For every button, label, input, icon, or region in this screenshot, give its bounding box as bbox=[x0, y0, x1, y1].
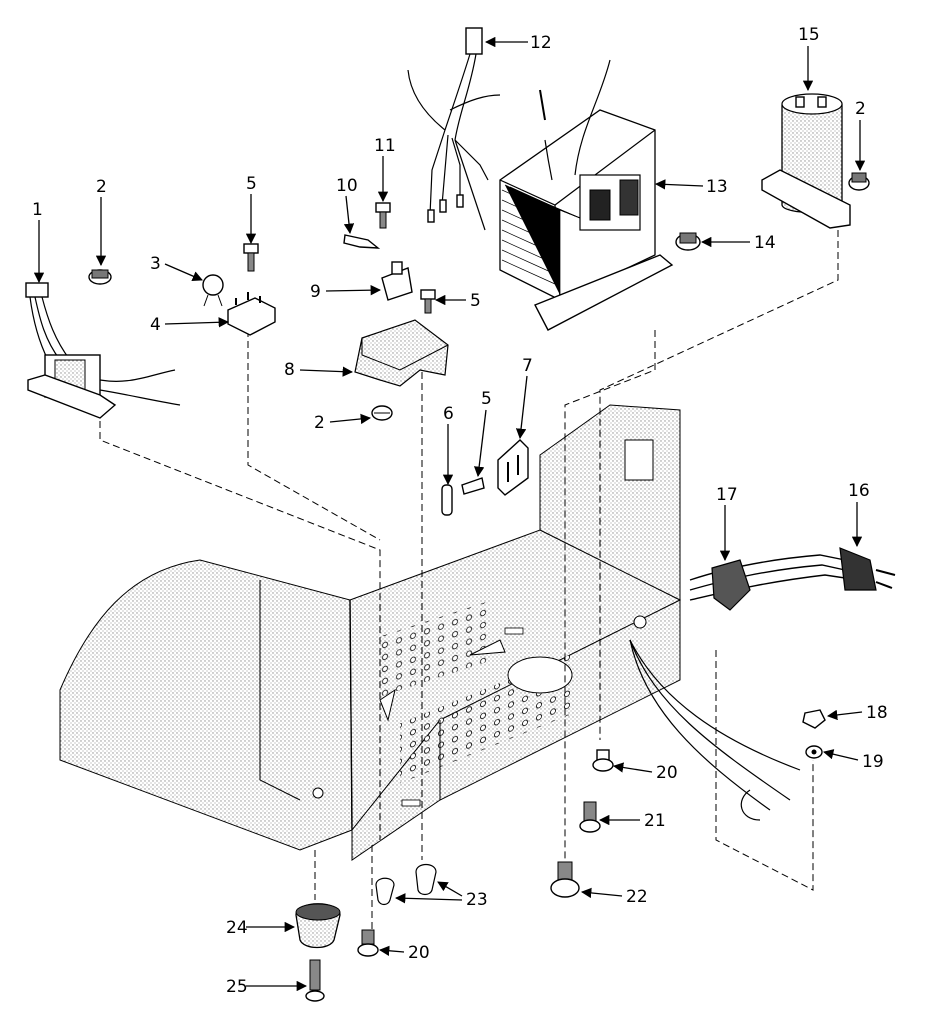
callout-10: 10 bbox=[336, 176, 358, 235]
svg-text:4: 4 bbox=[150, 315, 161, 335]
part-10-terminal bbox=[343, 234, 381, 249]
callout-1: 1 bbox=[32, 200, 45, 284]
screw-icon bbox=[461, 477, 485, 495]
svg-text:11: 11 bbox=[374, 136, 396, 156]
callout-9: 9 bbox=[310, 282, 382, 302]
svg-text:2: 2 bbox=[314, 413, 325, 433]
callout-2: 2 bbox=[95, 177, 107, 267]
callout-20a: 20 bbox=[612, 762, 678, 783]
svg-text:6: 6 bbox=[443, 404, 454, 424]
cabinet-base bbox=[59, 404, 682, 861]
callout-23: 23 bbox=[394, 881, 488, 910]
callout-20b: 20 bbox=[378, 943, 430, 963]
svg-text:12: 12 bbox=[530, 33, 552, 53]
screws bbox=[243, 202, 485, 495]
svg-text:10: 10 bbox=[336, 176, 358, 196]
callout-2c: 2 bbox=[854, 99, 866, 172]
svg-text:1: 1 bbox=[32, 200, 43, 220]
screw-icon bbox=[550, 861, 580, 898]
assembly-lines bbox=[99, 230, 839, 930]
part-18-19-nut-washer bbox=[802, 709, 826, 759]
svg-text:9: 9 bbox=[310, 282, 321, 302]
svg-text:23: 23 bbox=[466, 890, 488, 910]
svg-text:19: 19 bbox=[862, 752, 884, 772]
part-2-grommets bbox=[88, 172, 870, 421]
callout-17: 17 bbox=[716, 485, 738, 562]
bottom-screws bbox=[305, 749, 614, 1002]
svg-text:7: 7 bbox=[522, 356, 533, 376]
part-14-grommet bbox=[675, 232, 701, 251]
callout-2b: 2 bbox=[314, 413, 372, 433]
callout-14: 14 bbox=[700, 233, 776, 253]
part-6-fuse bbox=[441, 484, 453, 516]
callout-22: 22 bbox=[580, 887, 648, 907]
callout-5a: 5 bbox=[245, 174, 257, 245]
svg-text:21: 21 bbox=[644, 811, 666, 831]
grommet-icon bbox=[848, 172, 870, 191]
svg-text:20: 20 bbox=[408, 943, 430, 963]
svg-text:15: 15 bbox=[798, 25, 820, 45]
callout-3: 3 bbox=[150, 254, 203, 282]
svg-text:17: 17 bbox=[716, 485, 738, 505]
callout-19: 19 bbox=[822, 749, 884, 772]
callout-4: 4 bbox=[150, 315, 230, 335]
screw-icon bbox=[305, 959, 325, 1002]
svg-text:20: 20 bbox=[656, 763, 678, 783]
grommet-icon bbox=[371, 405, 393, 421]
callout-7: 7 bbox=[515, 356, 533, 440]
svg-text:2: 2 bbox=[855, 99, 866, 119]
part-15-capacitor bbox=[761, 93, 851, 229]
callout-11: 11 bbox=[374, 136, 396, 203]
screw-icon bbox=[243, 243, 259, 272]
callout-15: 15 bbox=[798, 25, 820, 92]
ground-wires bbox=[629, 639, 801, 821]
callout-12: 12 bbox=[484, 33, 552, 53]
part-9-diode bbox=[381, 261, 413, 301]
svg-text:16: 16 bbox=[848, 481, 870, 501]
screw-icon bbox=[592, 749, 614, 772]
svg-text:13: 13 bbox=[706, 177, 728, 197]
callout-16: 16 bbox=[848, 481, 870, 548]
part-7-fuse-holder bbox=[497, 439, 529, 496]
screw-icon bbox=[579, 801, 601, 833]
screw-icon bbox=[357, 929, 379, 957]
svg-text:3: 3 bbox=[150, 254, 161, 274]
svg-text:2: 2 bbox=[96, 177, 107, 197]
part-16-17-power-cord bbox=[689, 547, 896, 611]
feet bbox=[295, 863, 437, 949]
callout-5b: 5 bbox=[434, 291, 481, 311]
callout-25: 25 bbox=[226, 977, 308, 997]
svg-text:22: 22 bbox=[626, 887, 648, 907]
svg-text:14: 14 bbox=[754, 233, 776, 253]
part-13-transformer bbox=[499, 59, 674, 331]
svg-text:18: 18 bbox=[866, 703, 888, 723]
screw-icon bbox=[420, 289, 436, 314]
grommet-icon bbox=[88, 269, 112, 285]
callouts: 1 2 3 4 5 5 5 6 7 8 9 10 11 2 12 13 14 1… bbox=[32, 25, 888, 997]
svg-text:8: 8 bbox=[284, 360, 295, 380]
callout-18: 18 bbox=[826, 703, 888, 723]
callout-13: 13 bbox=[654, 177, 728, 197]
part-1-transformer bbox=[25, 282, 181, 419]
part-4-terminal-block bbox=[227, 292, 276, 336]
svg-text:25: 25 bbox=[226, 977, 248, 997]
callout-5c: 5 bbox=[473, 389, 492, 478]
part-8-bracket bbox=[354, 319, 449, 387]
svg-text:24: 24 bbox=[226, 918, 248, 938]
part-12-wire-harness bbox=[407, 27, 501, 231]
callout-8: 8 bbox=[284, 360, 354, 380]
svg-text:5: 5 bbox=[246, 174, 257, 194]
svg-text:5: 5 bbox=[481, 389, 492, 409]
callout-21: 21 bbox=[598, 811, 666, 831]
screw-icon bbox=[375, 202, 391, 229]
part-3-thermal-disc bbox=[202, 274, 224, 307]
svg-text:5: 5 bbox=[470, 291, 481, 311]
callout-24: 24 bbox=[226, 918, 296, 938]
callout-6: 6 bbox=[442, 404, 454, 486]
